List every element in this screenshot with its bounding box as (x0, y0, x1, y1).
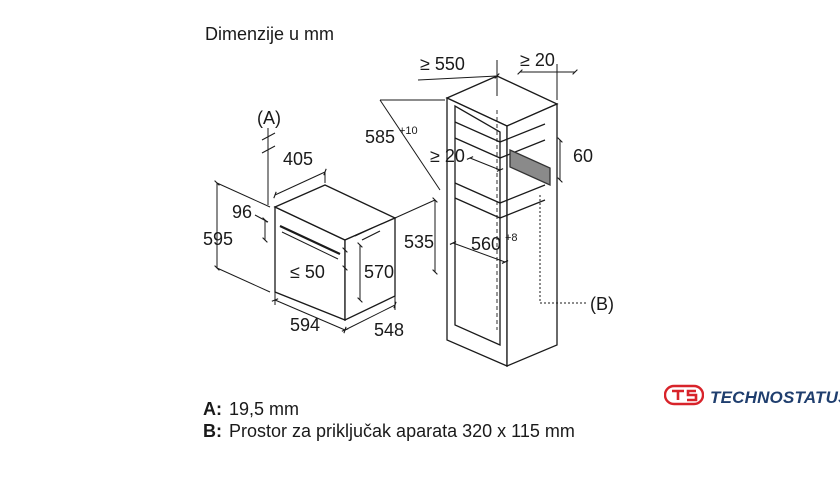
page-title: Dimenzije u mm (205, 24, 335, 44)
b-marker-label: (B) (590, 294, 614, 314)
dim-le50-label: ≤ 50 (290, 262, 325, 282)
dim-548-label: 548 (374, 320, 404, 340)
note-a-text: 19,5 mm (229, 399, 300, 419)
oven-drawing (273, 184, 397, 322)
cab-560-tolerance: +8 (505, 232, 518, 244)
cab-560-label: 560 (471, 234, 501, 254)
brand-logo: TECHNOSTATUS (663, 384, 840, 411)
cab-gap2-label: ≥ 20 (430, 146, 465, 166)
cab-depth-label: ≥ 550 (420, 54, 465, 74)
dim-535-label: 535 (404, 232, 434, 252)
note-b-text: Prostor za priključak aparata 320 x 115 … (229, 421, 575, 441)
cab-60-label: 60 (573, 146, 593, 166)
dim-594-label: 594 (290, 315, 320, 335)
dim-595-label: 595 (203, 229, 233, 249)
note-a-key: A: (203, 399, 222, 419)
notes-legend: A: 19,5 mm B: Prostor za priključak apar… (203, 398, 623, 442)
note-b: B: Prostor za priključak aparata 320 x 1… (203, 420, 623, 442)
cab-585-label: 585 (365, 127, 395, 147)
cabinet-drawing (445, 75, 559, 367)
cab-gap-label: ≥ 20 (520, 50, 555, 70)
dim-570-label: 570 (364, 262, 394, 282)
a-marker-label: (A) (257, 108, 281, 128)
dim-405-label: 405 (283, 149, 313, 169)
note-b-key: B: (203, 421, 222, 441)
cabinet-dimension-lines (379, 60, 578, 264)
dim-96-label: 96 (232, 202, 252, 222)
connection-b-leader (539, 195, 588, 304)
note-a: A: 19,5 mm (203, 398, 623, 420)
oven-dimension-lines (214, 128, 438, 334)
technostatus-logo-icon (663, 384, 705, 411)
cab-585-tolerance: +10 (399, 125, 418, 137)
brand-name: TECHNOSTATUS (710, 387, 840, 407)
